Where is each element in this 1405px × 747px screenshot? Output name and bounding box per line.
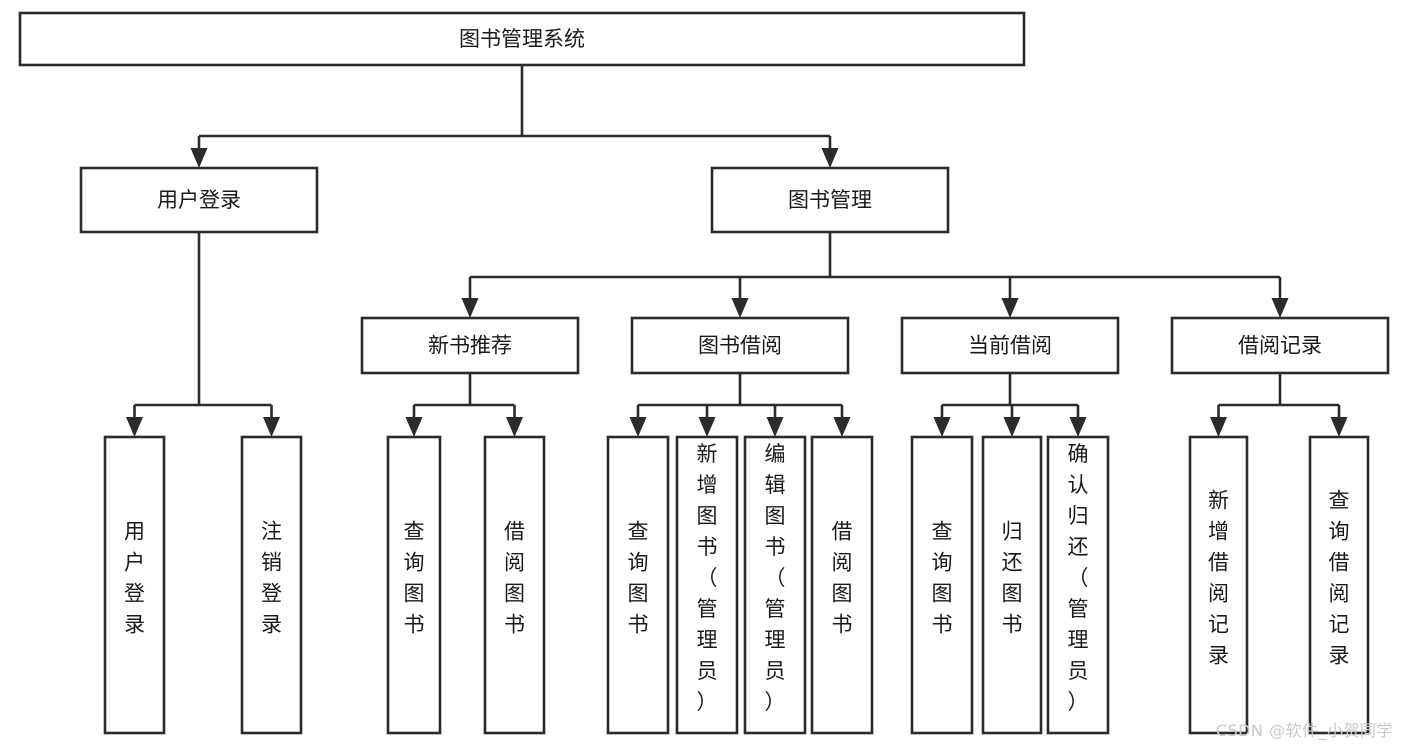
node-leaf-g3-4[interactable]: 借阅图书: [810, 435, 874, 735]
node-leaf-g1-1[interactable]: 用户登录: [103, 435, 166, 735]
node-label-vertical: 查询图书: [628, 520, 649, 637]
node-boxes: 图书管理系统用户登录图书管理新书推荐图书借阅当前借阅借阅记录用户登录注销登录查询…: [18, 11, 1390, 735]
arrow-head-icon: [461, 298, 479, 318]
node-root-book-management-system[interactable]: 图书管理系统: [18, 11, 1026, 67]
node-label: 用户登录: [157, 188, 241, 212]
arrow-head-icon: [506, 417, 523, 437]
node-label: 当前借阅: [968, 334, 1052, 358]
node-box[interactable]: [103, 435, 166, 735]
arrow-head-icon: [1271, 298, 1289, 318]
node-box[interactable]: [630, 316, 850, 375]
node-leaf-g2-2[interactable]: 借阅图书: [483, 435, 546, 735]
arrow-head-icon: [263, 417, 280, 437]
node-label-vertical: 注销登录: [261, 520, 282, 637]
node-level3-4[interactable]: 借阅记录: [1170, 316, 1390, 375]
node-box[interactable]: [1188, 435, 1249, 735]
node-leaf-g4-3[interactable]: 确认归还（管理员）: [1046, 435, 1110, 735]
arrow-head-icon: [1003, 417, 1021, 437]
node-label-vertical: 归还图书: [1002, 520, 1023, 637]
arrow-head-icon: [766, 417, 784, 437]
node-label: 图书管理: [788, 188, 872, 212]
arrow-head-icon: [731, 298, 749, 318]
node-label-vertical: 借阅图书: [832, 520, 853, 637]
node-leaf-g1-2[interactable]: 注销登录: [240, 435, 303, 735]
node-box[interactable]: [710, 166, 950, 234]
arrow-head-icon: [933, 417, 951, 437]
node-label: 图书借阅: [698, 334, 782, 358]
csdn-watermark: CSDN @软件_小贺同学: [1215, 721, 1393, 740]
arrow-head-icon: [190, 148, 208, 168]
node-label: 借阅记录: [1238, 334, 1322, 358]
node-user-login[interactable]: 用户登录: [79, 166, 319, 234]
node-box[interactable]: [240, 435, 303, 735]
node-label-vertical: 新增图书（管理员）: [697, 442, 718, 714]
arrow-head-icon: [1210, 417, 1227, 437]
arrow-head-icon: [126, 417, 143, 437]
node-label-vertical: 确认归还（管理员）: [1068, 442, 1089, 714]
arrow-head-icon: [1069, 417, 1087, 437]
arrow-head-icon: [1001, 298, 1019, 318]
node-box[interactable]: [483, 435, 546, 735]
node-box[interactable]: [79, 166, 319, 234]
node-label-vertical: 查询图书: [932, 520, 953, 637]
node-label-vertical: 编辑图书（管理员）: [765, 442, 786, 714]
node-box[interactable]: [606, 435, 670, 735]
node-box[interactable]: [910, 435, 974, 735]
arrow-head-icon: [698, 417, 716, 437]
node-level3-3[interactable]: 当前借阅: [900, 316, 1120, 375]
node-leaf-g4-2[interactable]: 归还图书: [981, 435, 1043, 735]
arrow-head-icon: [629, 417, 647, 437]
node-box[interactable]: [743, 435, 807, 735]
node-leaf-g5-2[interactable]: 查询借阅记录: [1308, 435, 1370, 735]
node-level3-1[interactable]: 新书推荐: [360, 316, 580, 375]
node-box[interactable]: [1170, 316, 1390, 375]
node-box[interactable]: [810, 435, 874, 735]
node-box[interactable]: [18, 11, 1026, 67]
arrow-head-icon: [833, 417, 851, 437]
node-box[interactable]: [1046, 435, 1110, 735]
node-label: 新书推荐: [428, 334, 512, 358]
node-label-vertical: 查询图书: [404, 520, 425, 637]
node-box[interactable]: [1308, 435, 1370, 735]
node-label-vertical: 用户登录: [124, 520, 145, 637]
arrow-head-icon: [821, 148, 839, 168]
node-box[interactable]: [386, 435, 442, 735]
node-leaf-g2-1[interactable]: 查询图书: [386, 435, 442, 735]
node-leaf-g3-1[interactable]: 查询图书: [606, 435, 670, 735]
node-box[interactable]: [981, 435, 1043, 735]
arrow-head-icon: [1330, 417, 1348, 437]
arrow-head-icon: [405, 417, 423, 437]
node-label-vertical: 新增借阅记录: [1208, 489, 1229, 668]
node-leaf-g5-1[interactable]: 新增借阅记录: [1188, 435, 1249, 735]
node-leaf-g3-2[interactable]: 新增图书（管理员）: [675, 435, 739, 735]
node-level3-2[interactable]: 图书借阅: [630, 316, 850, 375]
node-leaf-g4-1[interactable]: 查询图书: [910, 435, 974, 735]
node-box[interactable]: [675, 435, 739, 735]
node-label: 图书管理系统: [459, 27, 585, 51]
node-box[interactable]: [360, 316, 580, 375]
node-box[interactable]: [900, 316, 1120, 375]
node-label-vertical: 查询借阅记录: [1329, 489, 1350, 668]
node-book-management[interactable]: 图书管理: [710, 166, 950, 234]
node-leaf-g3-3[interactable]: 编辑图书（管理员）: [743, 435, 807, 735]
connector-lines: [126, 65, 1348, 437]
node-label-vertical: 借阅图书: [504, 520, 525, 637]
